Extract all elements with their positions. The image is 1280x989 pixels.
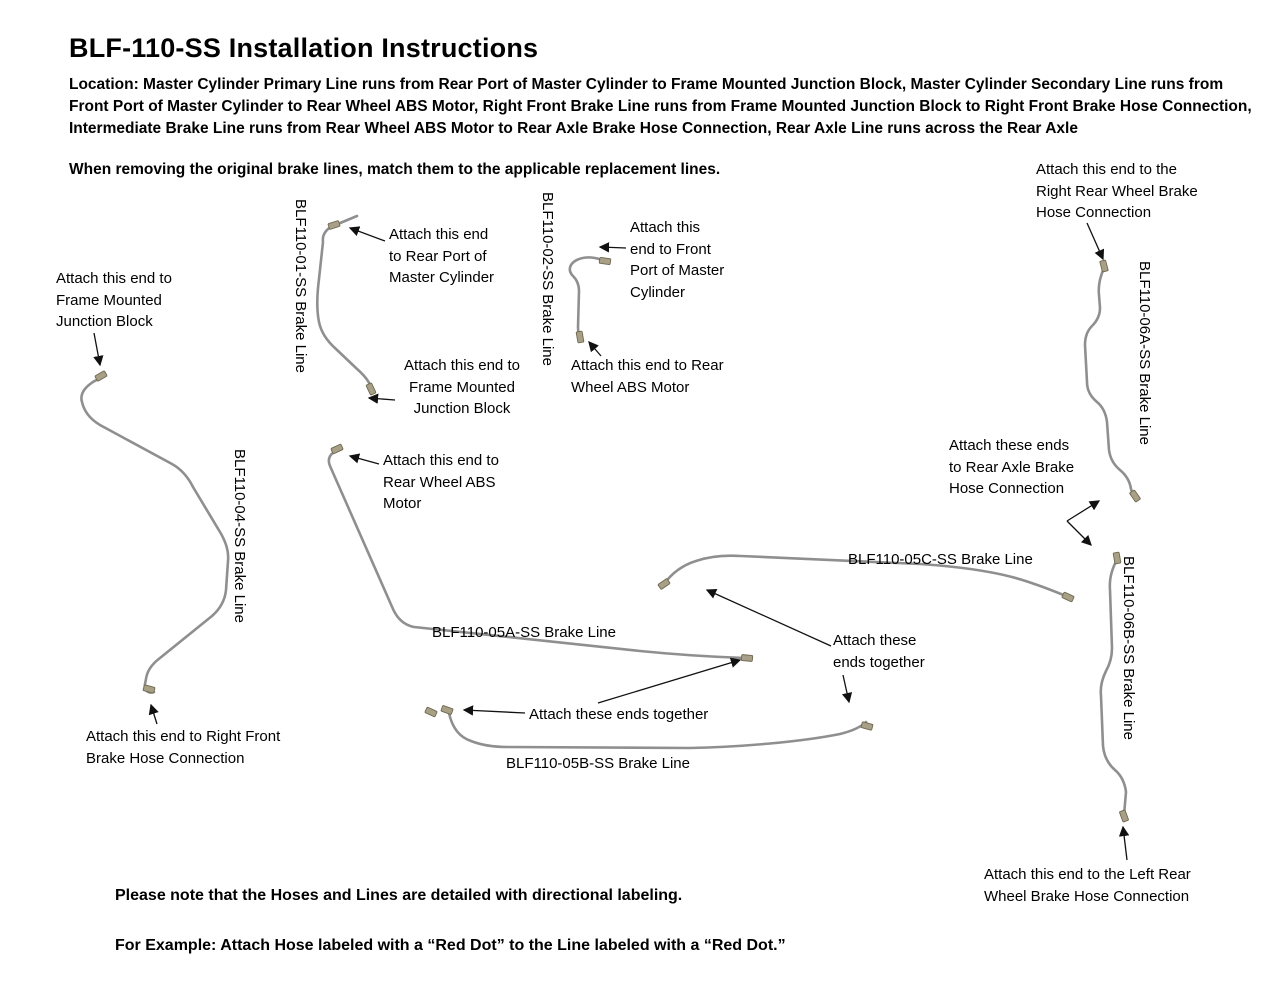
arrow <box>1066 520 1092 546</box>
callout-left-rear-hose: Attach this end to the Left Rear Wheel B… <box>984 866 1191 905</box>
callout-frame-junction-left: Attach this end to Frame Mounted Junctio… <box>56 270 172 330</box>
callout-front-port-master: Attach this end to Front Port of Master … <box>630 219 725 301</box>
label-blf110-05b: BLF110-05B-SS Brake Line <box>506 755 690 772</box>
arrow <box>148 703 159 725</box>
label-blf110-05c: BLF110-05C-SS Brake Line <box>848 551 1033 568</box>
fitting <box>142 684 156 694</box>
arrow <box>367 393 396 404</box>
callout-rear-abs-motor-left: Attach this end to Rear Wheel ABS Motor <box>383 452 499 512</box>
label-blf110-06b: BLF110-06B-SS Brake Line <box>1120 556 1137 740</box>
fitting <box>424 706 438 718</box>
arrow <box>1086 222 1105 261</box>
blf110-05c-line-path <box>662 554 1068 598</box>
blf110-06b-line-path <box>1099 556 1128 817</box>
arrow <box>597 657 742 704</box>
fitting <box>1112 551 1122 565</box>
arrow <box>598 242 627 253</box>
label-blf110-04: BLF110-04-SS Brake Line <box>231 449 248 623</box>
fitting <box>94 370 108 382</box>
removal-note: When removing the original brake lines, … <box>69 161 721 178</box>
arrow <box>348 453 380 465</box>
page-title: BLF-110-SS Installation Instructions <box>69 33 539 63</box>
fitting <box>327 220 341 230</box>
directional-labeling-note-line2: For Example: Attach Hose labeled with a … <box>115 937 786 954</box>
callout-rear-port-master: Attach this end to Rear Port of Master C… <box>389 226 495 286</box>
line-fittings <box>94 220 1141 823</box>
callout-rear-abs-motor-top: Attach this end to Rear Wheel ABS Motor <box>571 357 724 396</box>
arrow <box>348 226 386 242</box>
label-blf110-05a: BLF110-05A-SS Brake Line <box>432 624 616 641</box>
blf110-06a-line-path <box>1083 266 1135 498</box>
callout-frame-junction-mid: Attach this end to Frame Mounted Junctio… <box>404 357 520 417</box>
fitting <box>365 382 377 396</box>
fitting <box>575 330 585 344</box>
label-blf110-02: BLF110-02-SS Brake Line <box>539 192 556 366</box>
arrow <box>588 341 602 357</box>
arrow <box>1118 825 1130 861</box>
callout-rear-axle-hose: Attach these ends to Rear Axle Brake Hos… <box>949 437 1075 497</box>
directional-labeling-note-line1: Please note that the Hoses and Lines are… <box>115 887 683 904</box>
blf110-02-line-path <box>568 256 608 340</box>
fitting <box>740 654 754 662</box>
arrow <box>841 674 853 704</box>
arrow <box>705 589 832 647</box>
callout-ends-together-bottom: Attach these ends together <box>529 706 709 723</box>
blf110-01-line-path <box>316 214 373 389</box>
fitting <box>1119 809 1129 823</box>
fitting <box>440 705 454 715</box>
location-description: Location: Master Cylinder Primary Line r… <box>69 76 1252 137</box>
directional-labeling-note: Please note that the Hoses and Lines are… <box>115 858 786 983</box>
fitting <box>860 721 874 731</box>
arrow <box>93 332 104 367</box>
fitting <box>330 443 344 455</box>
fitting <box>657 578 671 590</box>
fitting <box>598 256 612 266</box>
label-blf110-06a: BLF110-06A-SS Brake Line <box>1136 261 1153 445</box>
callout-ends-together-right: Attach these ends together <box>833 632 925 671</box>
arrow <box>462 705 526 716</box>
fitting <box>1099 259 1109 273</box>
fitting <box>1061 591 1075 603</box>
blf110-04-line-path <box>80 375 230 694</box>
arrow <box>1066 500 1101 522</box>
blf110-05a-line-path <box>327 448 747 660</box>
callout-right-front-hose: Attach this end to Right Front Brake Hos… <box>86 728 281 767</box>
brake-lines <box>80 214 1135 817</box>
callout-right-rear-hose: Attach this end to the Right Rear Wheel … <box>1036 161 1198 221</box>
blf110-05b-line-path <box>447 711 868 750</box>
pointer-arrows <box>93 222 1130 861</box>
label-blf110-01: BLF110-01-SS Brake Line <box>292 199 309 373</box>
fitting <box>1129 489 1141 503</box>
